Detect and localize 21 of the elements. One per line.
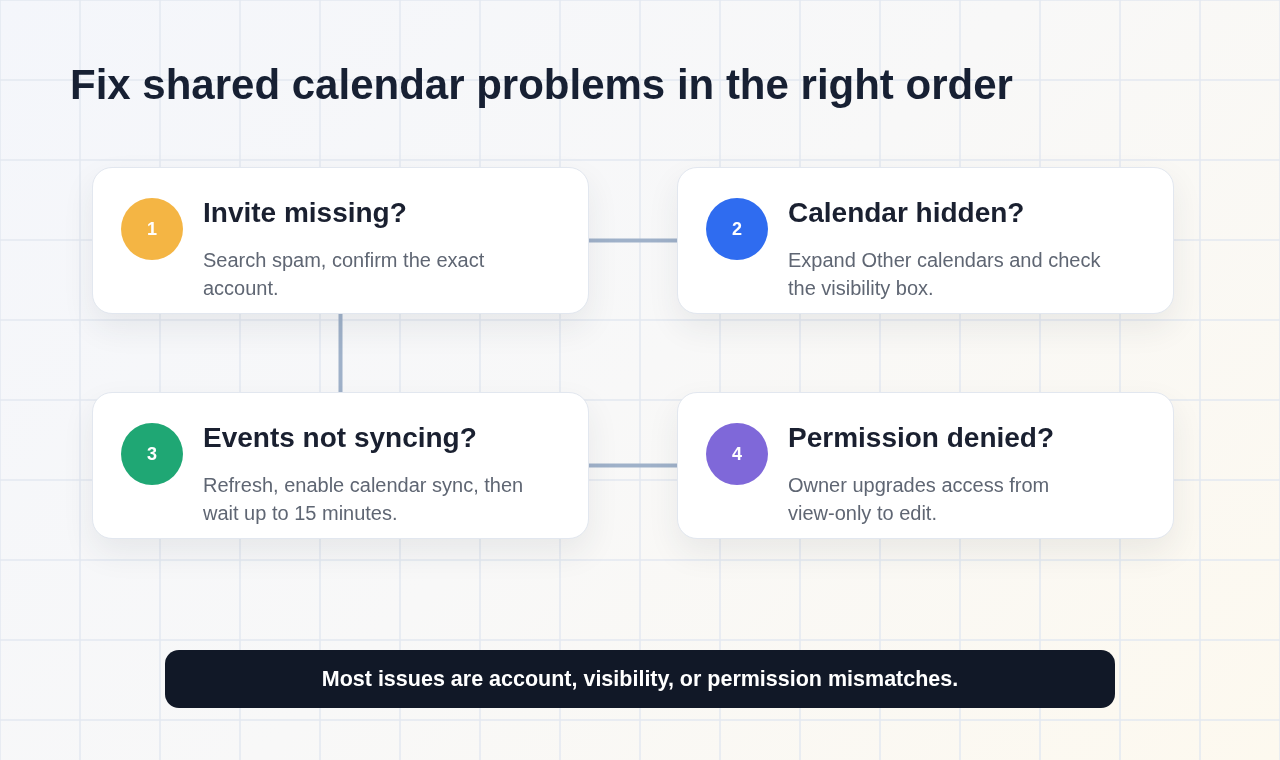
step-description: Search spam, confirm the exact account. xyxy=(203,248,486,301)
step-heading: Invite missing? xyxy=(203,196,407,230)
step-heading: Permission denied? xyxy=(788,421,1055,455)
connector-line xyxy=(589,463,677,468)
diagram-title: Fix shared calendar problems in the right order xyxy=(70,60,1013,110)
number-badge: 2 xyxy=(706,198,768,260)
number-badge: 1 xyxy=(121,198,183,260)
number-badge: 3 xyxy=(121,423,183,485)
connector-line xyxy=(589,238,677,243)
step-description: Expand Other calendars and check the visibility box. xyxy=(788,248,1102,301)
step-card xyxy=(677,167,1174,314)
step-description: Refresh, enable calendar sync, then wait up to 15 minutes. xyxy=(203,473,525,526)
step-card xyxy=(92,392,589,539)
step-description: Owner upgrades access from view-only to edit. xyxy=(788,473,1051,526)
summary-banner: Most issues are account, visibility, or permission mismatches. xyxy=(165,650,1115,708)
step-heading: Calendar hidden? xyxy=(788,196,1025,230)
step-card xyxy=(677,392,1174,539)
number-badge: 4 xyxy=(706,423,768,485)
connector-line xyxy=(338,314,343,392)
step-card xyxy=(92,167,589,314)
step-heading: Events not syncing? xyxy=(203,421,477,455)
